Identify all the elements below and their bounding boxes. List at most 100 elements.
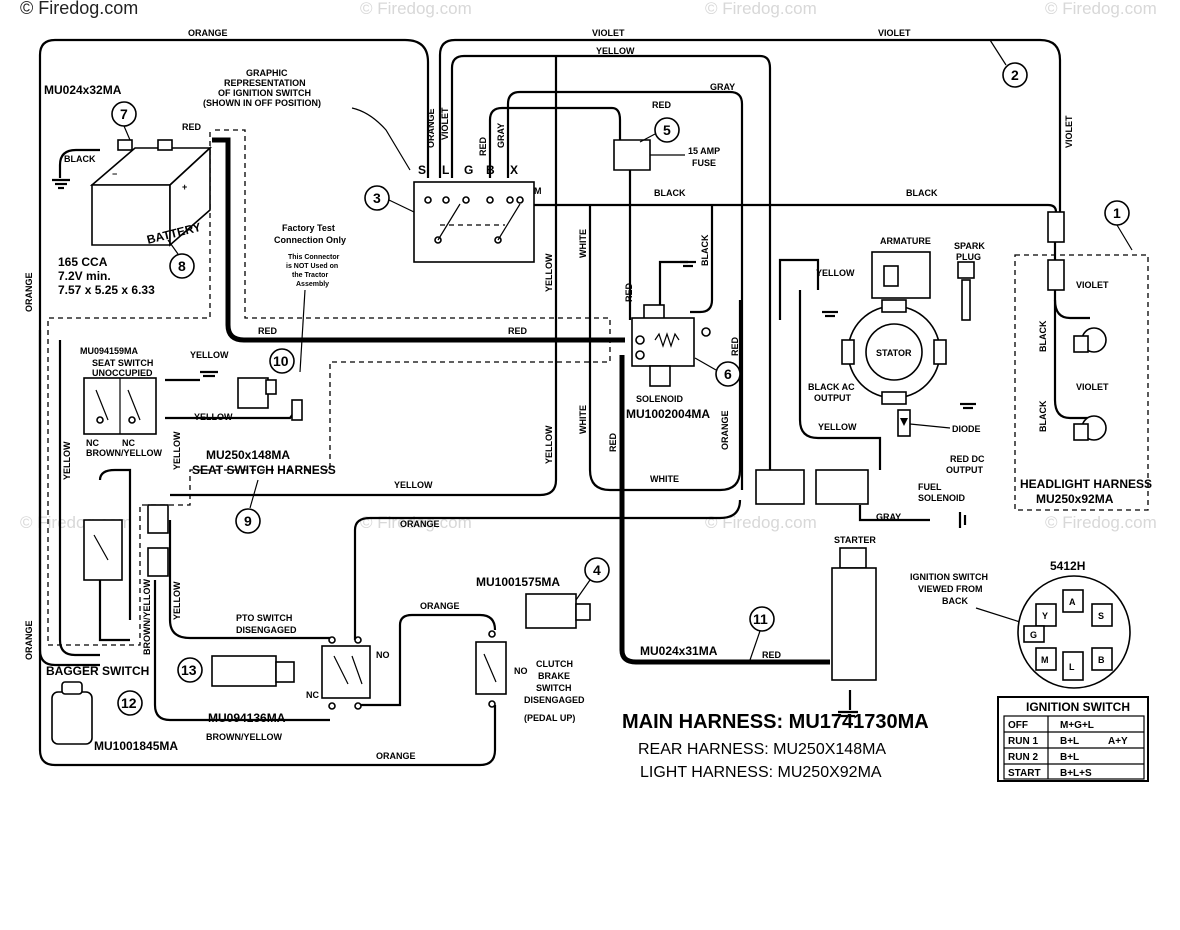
wire-label: RED — [652, 100, 672, 110]
table-cell: A+Y — [1108, 736, 1128, 747]
factory-test-title: Factory Test — [282, 223, 335, 233]
wire-label: WHITE — [650, 474, 679, 484]
svg-text:4: 4 — [593, 562, 601, 578]
callout-7: 7 — [111, 101, 137, 127]
seat-switch: MU094159MA SEAT SWITCH UNOCCUPIED NC NC … — [62, 346, 233, 480]
svg-text:6: 6 — [724, 366, 732, 382]
headlight-harness: VIOLET VIOLET BLACK BLACK HEADLIGHT HARN… — [1020, 115, 1152, 506]
factory-test-note: Assembly — [296, 281, 329, 288]
wire-label-black: BLACK — [64, 154, 96, 164]
wire-labels: ORANGE VIOLET VIOLET YELLOW GRAY RED BLA… — [24, 28, 938, 761]
seat-harness-name: SEAT SWITCH HARNESS — [192, 463, 336, 477]
wire-label: ORANGE — [426, 108, 436, 148]
svg-text:13: 13 — [181, 662, 197, 678]
wire-label: YELLOW — [544, 253, 554, 292]
factory-test-note: is NOT Used on — [286, 263, 338, 270]
pin-label: S — [1098, 611, 1104, 621]
pto-part: MU094136MA — [208, 711, 286, 725]
solenoid-label: SOLENOID — [636, 394, 684, 404]
battery: − + BATTERY MU024x32MA 165 CCA 7.2V min.… — [44, 83, 213, 297]
table-cell: M+G+L — [1060, 720, 1094, 731]
fuel-solenoid-label: SOLENOID — [918, 493, 966, 503]
callout-1: 1 — [1104, 200, 1130, 226]
table-title: IGNITION SWITCH — [1026, 700, 1130, 714]
wire-label: YELLOW — [172, 581, 182, 620]
wire-label: WHITE — [578, 405, 588, 434]
wire-label: ORANGE — [400, 519, 440, 529]
view-label: IGNITION SWITCH — [910, 572, 988, 582]
callout-3: 3 — [364, 185, 390, 211]
no-label: NO — [514, 666, 528, 676]
pin-label: A — [1069, 597, 1076, 607]
wire-label: VIOLET — [440, 107, 450, 140]
clutch-label: (PEDAL UP) — [524, 713, 575, 723]
spark-plug-label: SPARK — [954, 241, 985, 251]
no-label: NO — [376, 650, 390, 660]
svg-text:10: 10 — [273, 353, 289, 369]
svg-text:8: 8 — [178, 258, 186, 274]
diode-label: DIODE — [952, 424, 981, 434]
wire-label: ORANGE — [24, 620, 34, 660]
terminal-label: G — [464, 163, 473, 177]
light-harness-title: LIGHT HARNESS: MU250X92MA — [640, 764, 882, 781]
starter-label: STARTER — [834, 535, 876, 545]
pin-label: L — [1069, 662, 1075, 672]
wire-label: BLACK — [1038, 320, 1048, 352]
rear-harness-title: REAR HARNESS: MU250X148MA — [638, 741, 886, 758]
seat-switch-label: UNOCCUPIED — [92, 368, 153, 378]
svg-text:12: 12 — [121, 695, 137, 711]
pto-label: PTO SWITCH — [236, 613, 292, 623]
battery-minus: − — [112, 169, 117, 179]
battery-spec: 7.57 x 5.25 x 6.33 — [58, 283, 155, 297]
callout-12: 12 — [117, 690, 143, 716]
table-cell: START — [1008, 768, 1041, 779]
wire-label: BLACK — [906, 188, 938, 198]
ignition-switch-back-view: 5412H IGNITION SWITCH VIEWED FROM BACK Y… — [910, 559, 1131, 689]
factory-test-connector: Factory Test Connection Only This Connec… — [237, 223, 346, 421]
wire-label: YELLOW — [818, 422, 857, 432]
wire-label: YELLOW — [194, 412, 233, 422]
nc-label: NC — [306, 690, 319, 700]
wire-label: YELLOW — [62, 441, 72, 480]
table-cell: RUN 2 — [1008, 752, 1038, 763]
red-dc-label: OUTPUT — [946, 465, 984, 475]
terminal-label: L — [442, 163, 449, 177]
seat-switch-part: MU094159MA — [80, 346, 139, 356]
wire-label: RED — [762, 650, 782, 660]
wire-label: YELLOW — [544, 425, 554, 464]
callout-8: 8 — [169, 253, 195, 279]
wire-label: WHITE — [578, 229, 588, 258]
wire-label: RED — [608, 432, 618, 452]
nc-label: NC — [122, 438, 135, 448]
terminal-label: S — [418, 163, 426, 177]
svg-text:7: 7 — [120, 106, 128, 122]
pin-label: G — [1030, 630, 1037, 640]
clutch-label: SWITCH — [536, 683, 572, 693]
wire-label: ORANGE — [420, 601, 460, 611]
wire-label: VIOLET — [1064, 115, 1074, 148]
ignition-graphic-title: GRAPHIC — [246, 68, 288, 78]
svg-text:1: 1 — [1113, 205, 1121, 221]
ignition-switch-graphic: S L G B X M GRAPHIC REPRESENTATION OF IG… — [203, 68, 542, 263]
bagger-part: MU1001845MA — [94, 739, 178, 753]
watermark: © Firedog.com — [1045, 513, 1157, 532]
wire-label: BROWN/YELLOW — [206, 732, 282, 742]
wire-label: YELLOW — [172, 431, 182, 470]
red-dc-label: RED DC — [950, 454, 985, 464]
pin-label: B — [1098, 655, 1105, 665]
seat-harness-part: MU250x148MA — [206, 448, 290, 462]
watermark: © Firedog.com — [705, 513, 817, 532]
table-cell: B+L — [1060, 736, 1079, 747]
fuse-label: 15 AMP — [688, 146, 720, 156]
wire-label: BLACK — [1038, 400, 1048, 432]
wire-label: RED — [478, 136, 488, 156]
view-label: BACK — [942, 596, 968, 606]
bagger-label: BAGGER SWITCH — [46, 664, 149, 678]
factory-test-note: This Connector — [288, 254, 340, 261]
svg-text:3: 3 — [373, 190, 381, 206]
battery-spec: 7.2V min. — [58, 269, 111, 283]
wire-label: BROWN/YELLOW — [86, 448, 162, 458]
callout-6: 6 — [715, 361, 741, 387]
wire-label-red: RED — [182, 122, 202, 132]
